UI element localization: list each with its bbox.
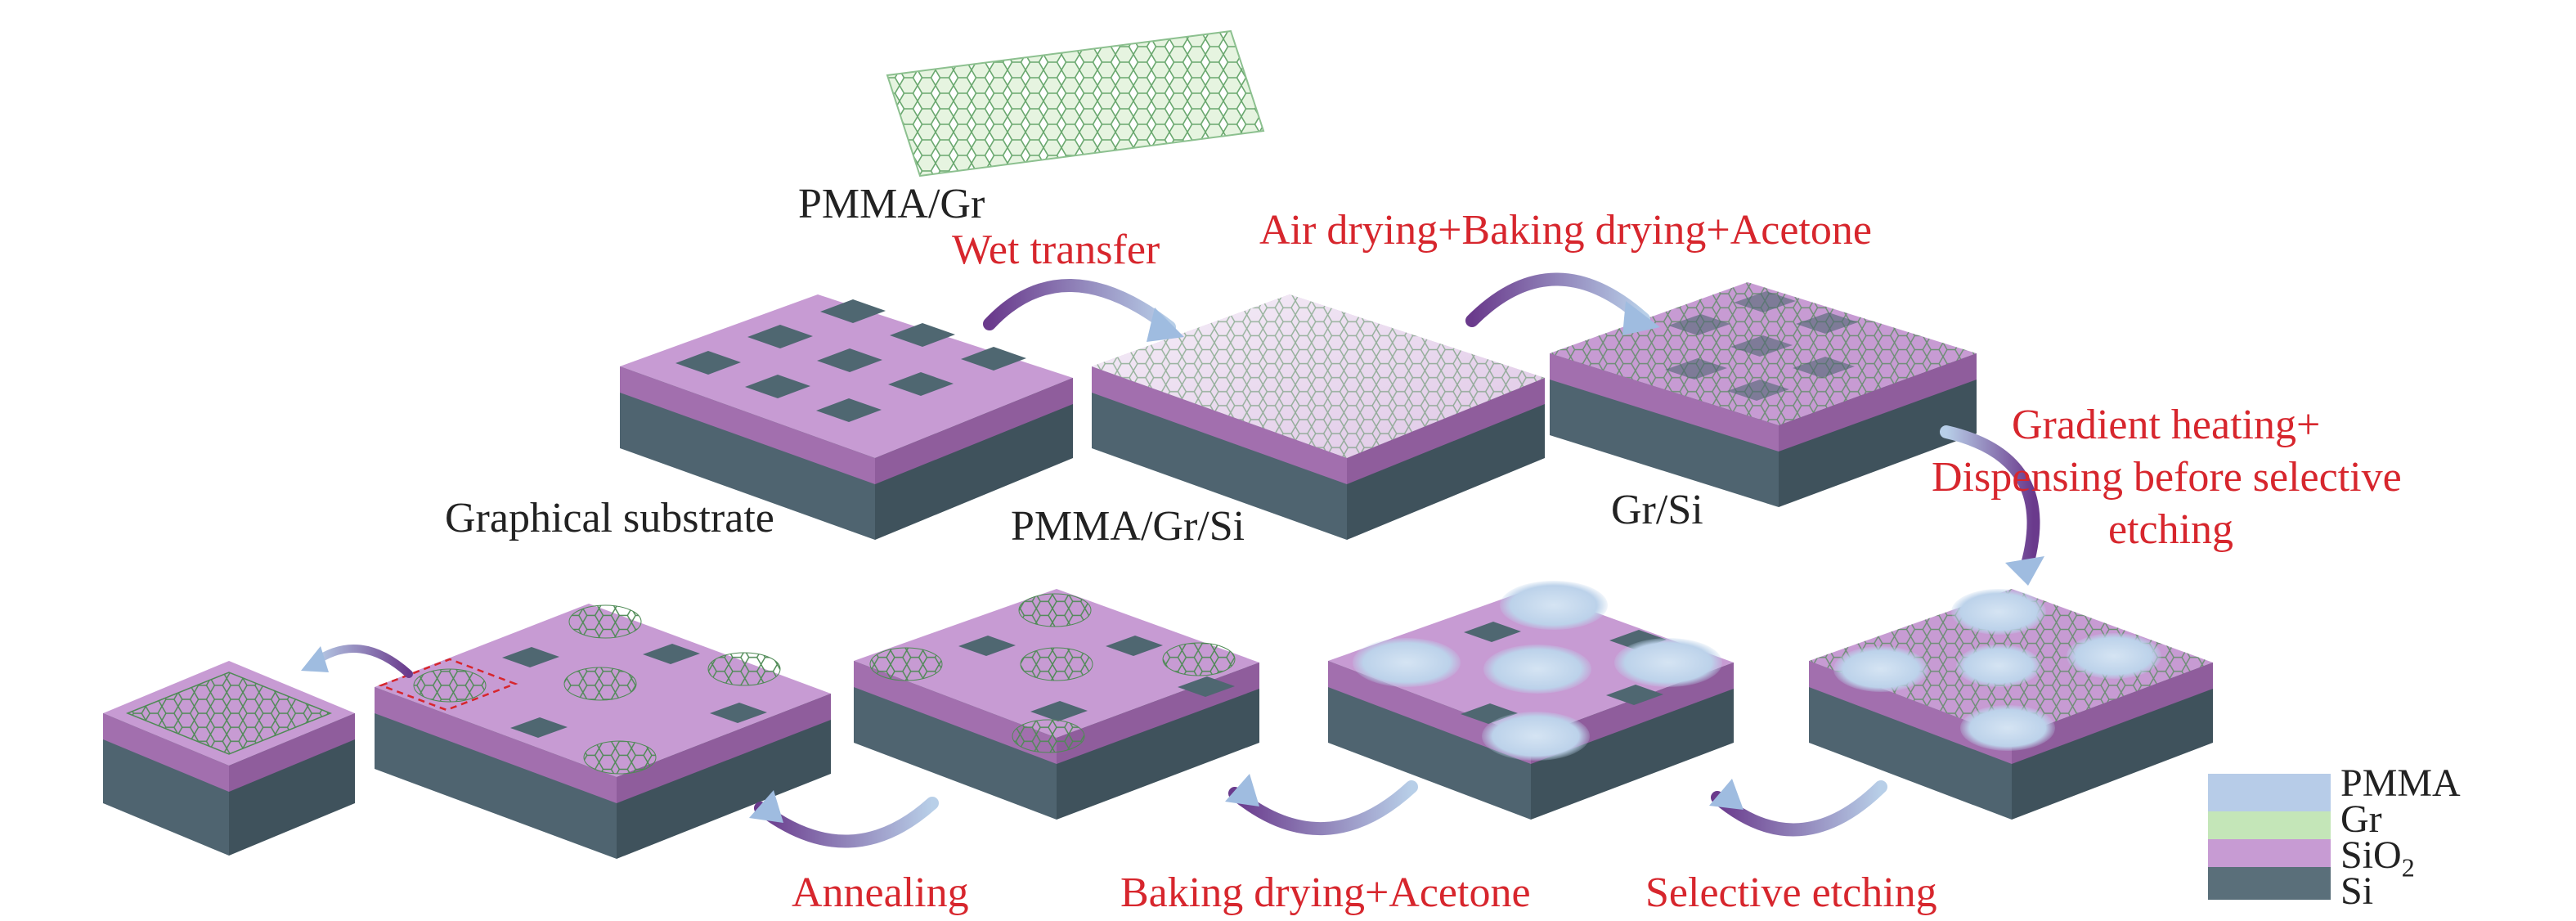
legend-label-pmma: PMMA	[2340, 762, 2461, 805]
substrate-block-3	[1550, 282, 1977, 507]
zoom-block	[103, 661, 355, 856]
arrow-wet-transfer	[983, 279, 1184, 342]
substrate-block-1	[620, 294, 1073, 540]
arrow-selective-etching	[1709, 779, 1887, 837]
substrate-block-6	[854, 589, 1259, 820]
step-baking-drying: Baking drying+Acetone	[1120, 869, 1531, 916]
arrow-annealing	[749, 790, 939, 848]
legend	[2208, 774, 2331, 900]
substrate-block-7	[375, 604, 831, 859]
legend-label-gr: Gr	[2340, 797, 2382, 841]
legend-label-sio2-text: SiO	[2340, 833, 2402, 877]
step-annealing: Annealing	[792, 869, 969, 916]
label-pmma-gr-si: PMMA/Gr/Si	[1011, 503, 1245, 550]
arrow-air-drying	[1465, 272, 1660, 335]
legend-swatch-si	[2208, 867, 2331, 900]
legend-swatch-sio2	[2208, 839, 2331, 867]
step-selective-etching: Selective etching	[1645, 869, 1937, 916]
arrow-zoom	[301, 644, 413, 678]
arrow-gradient-heating	[1940, 425, 2044, 586]
substrate-block-5	[1328, 581, 1734, 820]
legend-label-sio2-sub: 2	[2401, 852, 2415, 883]
substrate-block-2	[1092, 294, 1545, 540]
pmma-gr-sheet	[886, 29, 1265, 177]
step-air-drying: Air drying+Baking drying+Acetone	[1259, 207, 1872, 254]
step-gradient-heating-line1: Gradient heating+	[2012, 402, 2321, 448]
label-gr-si: Gr/Si	[1611, 487, 1703, 533]
label-graphical-substrate: Graphical substrate	[445, 495, 774, 541]
legend-swatch-gr	[2208, 811, 2331, 839]
step-gradient-heating-line2: Dispensing before selective	[1932, 454, 2402, 501]
label-pmma-gr: PMMA/Gr	[798, 181, 985, 227]
step-gradient-heating-line3: etching	[2108, 506, 2234, 553]
legend-label-sio2: SiO2	[2340, 836, 2415, 881]
legend-swatch-pmma	[2208, 774, 2331, 811]
step-wet-transfer: Wet transfer	[952, 227, 1160, 273]
substrate-block-4	[1809, 589, 2213, 820]
step-gradient-heating: Gradient heating+ Dispensing before sele…	[1881, 402, 2402, 553]
arrow-baking-drying	[1225, 774, 1418, 836]
legend-label-si: Si	[2340, 869, 2374, 913]
